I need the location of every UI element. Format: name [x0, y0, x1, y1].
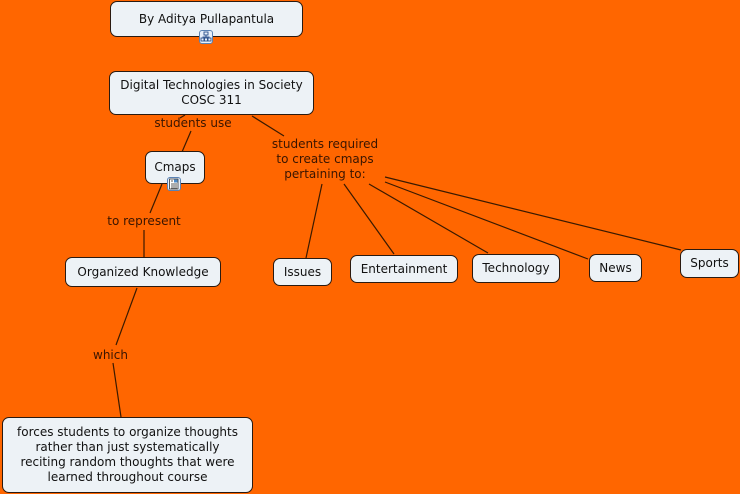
concept-organized-knowledge-label: Organized Knowledge: [77, 264, 209, 279]
link-required-entertainment: [343, 183, 395, 255]
concept-forces-students[interactable]: forces students to organize thoughts rat…: [2, 417, 253, 493]
linking-phrase-which[interactable]: which: [93, 348, 128, 362]
concept-sports-label: Sports: [690, 256, 729, 270]
concept-news-label: News: [599, 260, 632, 275]
concept-entertainment[interactable]: Entertainment: [350, 255, 458, 283]
linking-phrase-to-represent[interactable]: to represent: [107, 214, 181, 228]
link-cmaps-to-represent: [149, 183, 163, 214]
link-course-students-required: [251, 115, 285, 137]
link-students-use-cmaps: [181, 130, 192, 153]
linking-phrase-students-use[interactable]: students use: [154, 116, 232, 130]
link-organized-which: [115, 287, 138, 346]
concept-map-icon[interactable]: [199, 30, 213, 44]
concept-organized-knowledge[interactable]: Organized Knowledge: [65, 257, 221, 287]
document-image-icon[interactable]: [167, 177, 181, 191]
concept-cmaps-label: Cmaps: [154, 160, 196, 174]
link-course-students-use: [179, 114, 186, 119]
link-required-technology: [368, 183, 489, 254]
concept-course[interactable]: Digital Technologies in Society COSC 311: [109, 71, 314, 115]
concept-technology[interactable]: Technology: [472, 254, 560, 283]
concept-issues-label: Issues: [283, 264, 322, 279]
linking-phrase-students-required[interactable]: students required to create cmaps pertai…: [271, 137, 379, 181]
link-required-news: [384, 181, 589, 260]
concept-technology-label: Technology: [482, 261, 550, 275]
concept-forces-students-label: forces students to organize thoughts rat…: [17, 425, 238, 484]
concept-course-label: Digital Technologies in Society COSC 311: [120, 78, 303, 107]
concept-issues[interactable]: Issues: [273, 258, 332, 286]
concept-author-label: By Aditya Pullapantula: [138, 11, 275, 26]
link-which-forces: [112, 362, 122, 418]
concept-entertainment-label: Entertainment: [360, 261, 448, 276]
concept-news[interactable]: News: [589, 254, 642, 282]
link-required-sports: [384, 176, 682, 251]
link-required-issues: [305, 183, 323, 259]
concept-sports[interactable]: Sports: [680, 249, 739, 278]
